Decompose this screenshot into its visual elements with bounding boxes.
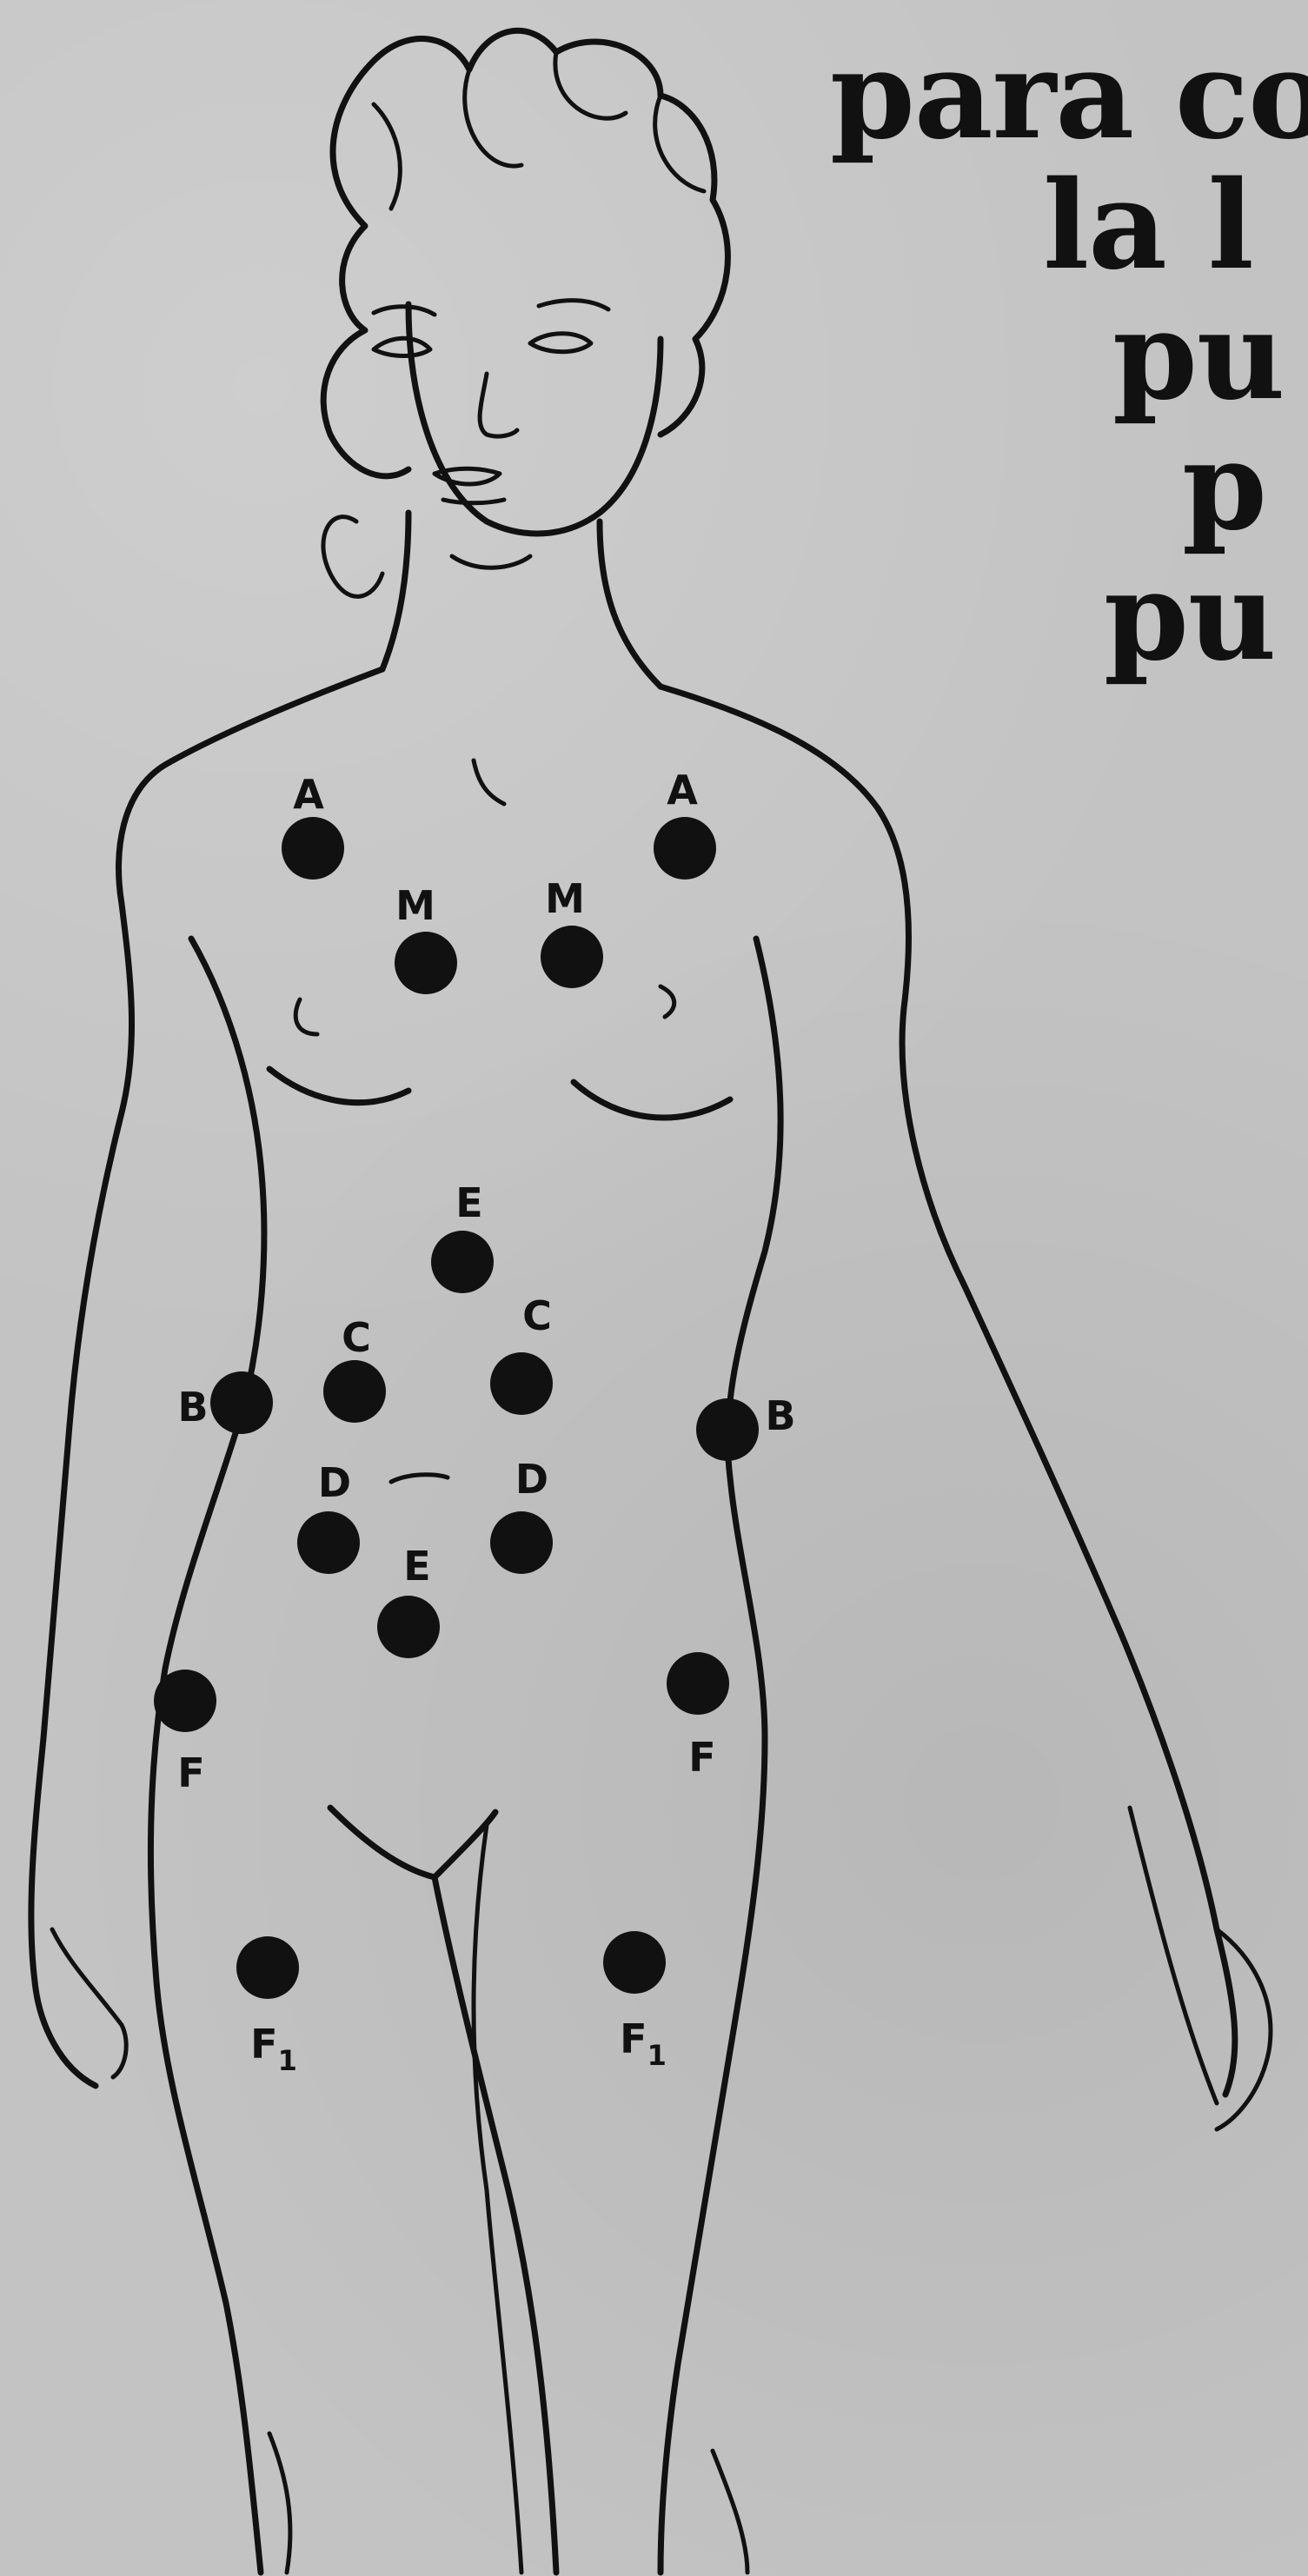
point-e-dot-11 [377,1596,440,1658]
point-f1-label-14: F1 [250,2021,297,2077]
point-a-dot-0 [282,817,344,880]
leg-inner-right [474,1825,521,2573]
point-e-label-4: E [455,1179,482,1226]
point-f-dot-12 [154,1670,216,1732]
point-c-label-5: C [342,1314,371,1361]
point-m-dot-2 [395,932,457,994]
point-m-label-2: M [395,882,435,929]
hair-outline [323,30,727,476]
point-f1-dot-14 [236,1936,299,1999]
point-b-dot-7 [210,1371,273,1434]
breast-right [574,1082,730,1118]
point-c-dot-6 [490,1352,553,1415]
ear [323,517,382,597]
neck-left [382,513,408,669]
point-b-label-7: B [177,1384,208,1431]
neck-right [600,521,661,687]
groin-line [330,1808,495,1877]
navel [391,1475,448,1482]
point-d-label-9: D [318,1459,351,1506]
point-d-dot-10 [490,1511,553,1574]
point-f-label-12: F [177,1749,204,1796]
leg-inner-left [435,1877,556,2573]
point-b-label-8: B [765,1392,795,1439]
point-f-label-13: F [688,1734,715,1781]
breast-left [269,1069,408,1103]
point-d-label-10: D [515,1456,548,1503]
knee-right [713,2451,747,2573]
point-f-dot-13 [667,1652,729,1715]
eyes [374,334,591,356]
point-a-label-0: A [293,771,324,818]
point-m-dot-3 [541,926,603,988]
nipple-left [295,999,317,1034]
collarbone-mark [474,760,504,804]
knee-left [269,2433,290,2573]
point-d-dot-9 [297,1511,360,1574]
point-c-label-6: C [522,1292,552,1339]
chin-line [452,556,530,568]
point-e-label-11: E [403,1543,430,1590]
point-e-dot-4 [431,1231,494,1293]
point-f1-dot-15 [603,1931,666,1994]
point-c-dot-5 [323,1360,386,1423]
torso-left-inner [150,939,263,2573]
point-b-dot-8 [696,1398,759,1461]
point-a-dot-1 [654,817,716,880]
point-f1-label-15: F1 [620,2015,667,2072]
acupressure-points: A A M M E C C B B D D E F F F1 F1 [154,767,796,2077]
nose [480,374,517,436]
point-m-label-3: M [545,875,585,922]
nipple-right [661,986,674,1017]
point-a-label-1: A [667,767,698,813]
torso-right-inner [661,939,780,2573]
